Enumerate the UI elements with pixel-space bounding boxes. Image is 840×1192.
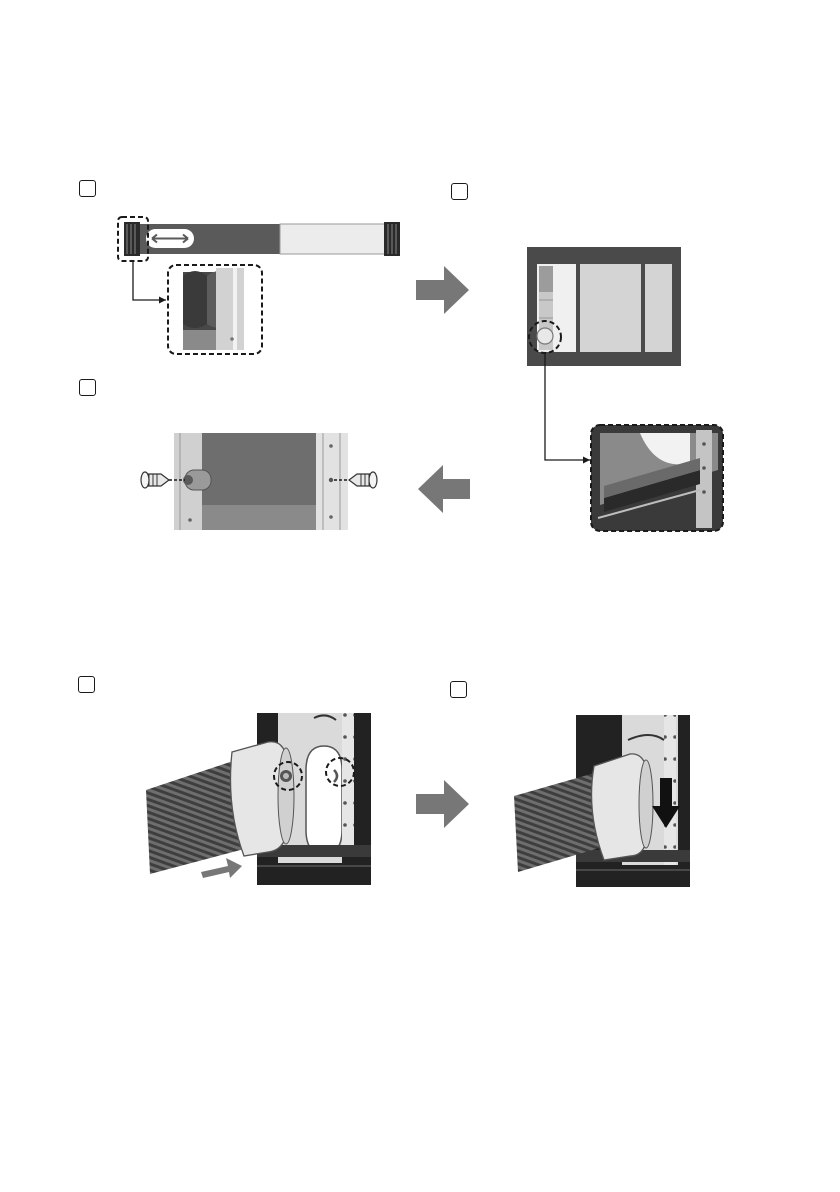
- callout-line-1: [133, 261, 166, 300]
- panel-hose-sliding-down: [514, 715, 690, 887]
- bar-left-end-cap: [124, 222, 140, 256]
- callout-line-2: [545, 354, 590, 460]
- adapter-oval-opening: [306, 746, 342, 854]
- push-arrow-icon: [201, 858, 242, 878]
- left-arrow-icon: [418, 465, 470, 513]
- window-pane-right: [645, 264, 672, 352]
- panel-hose-insertion: [146, 713, 371, 885]
- panel-screw-fixing: [141, 433, 377, 530]
- panel-window-frame: [527, 247, 723, 531]
- right-arrow-icon: [416, 780, 469, 828]
- adapter-side-rail: [342, 713, 354, 853]
- panel-slider-bar: [118, 217, 400, 354]
- window-pane-center: [580, 264, 641, 352]
- bar-light-section: [280, 224, 386, 254]
- right-arrow-icon: [416, 266, 469, 314]
- detail-bar-light: [216, 268, 244, 350]
